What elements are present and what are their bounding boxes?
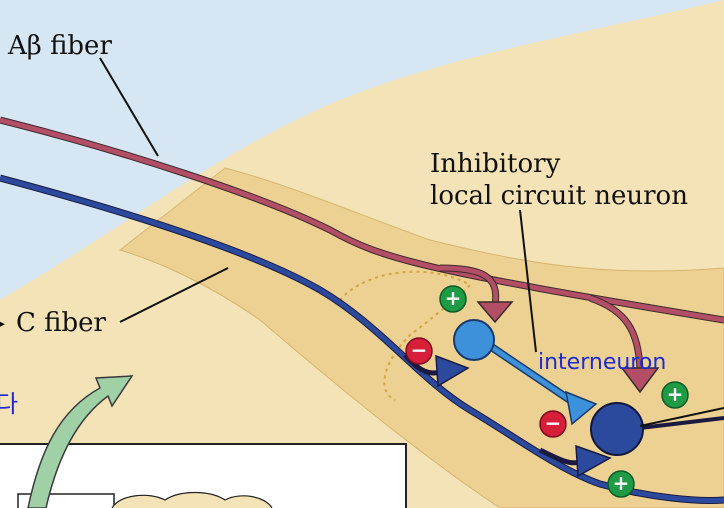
c-terminal-projection bbox=[575, 444, 612, 478]
plus-circle-icon: + bbox=[661, 381, 689, 409]
inhibitory-axon-fill bbox=[488, 343, 578, 407]
c-fiber-arrow-glyph: ▸ bbox=[0, 311, 5, 336]
c-fiber-leader-line bbox=[119, 267, 229, 323]
inhibitory-leader-line bbox=[519, 209, 537, 353]
abeta-branch-inhibitory-fill bbox=[439, 265, 499, 306]
korean-fragment-annotation: 다 bbox=[0, 390, 18, 418]
svg-text:−: − bbox=[411, 338, 428, 362]
abeta-leader-line bbox=[99, 57, 159, 157]
svg-text:+: + bbox=[667, 382, 684, 406]
c-terminal-inhibitory bbox=[435, 354, 470, 388]
inhibitory-neuron-soma bbox=[453, 319, 495, 361]
inhibitory-label-line1: Inhibitory bbox=[430, 149, 561, 179]
curved-arrow-icon bbox=[27, 375, 134, 508]
minus-circle-icon: − bbox=[405, 337, 433, 365]
plus-circle-icon: + bbox=[607, 470, 635, 498]
inhibitory-label-line2: local circuit neuron bbox=[430, 181, 688, 211]
inhibitory-terminal bbox=[565, 390, 598, 426]
plus-circle-icon: + bbox=[439, 285, 467, 313]
projection-leader-line bbox=[639, 407, 724, 427]
interneuron-annotation: interneuron bbox=[538, 350, 666, 375]
abeta-terminal-projection bbox=[620, 367, 660, 394]
abeta-fiber-fill bbox=[0, 117, 724, 323]
projection-neuron-soma bbox=[590, 402, 644, 456]
abeta-terminal-inhibitory bbox=[476, 301, 514, 324]
inset-sub-box bbox=[17, 493, 115, 508]
abeta-fiber-label: Aβ fiber bbox=[7, 31, 112, 61]
minus-circle-icon: − bbox=[539, 410, 567, 438]
svg-text:−: − bbox=[545, 411, 562, 435]
abeta-branch-projection-fill bbox=[589, 295, 643, 376]
c-fiber-label: C fiber bbox=[16, 308, 107, 338]
svg-text:+: + bbox=[445, 286, 462, 310]
inset-lobes bbox=[111, 491, 273, 508]
projection-axon bbox=[639, 416, 724, 430]
svg-text:+: + bbox=[613, 471, 630, 495]
